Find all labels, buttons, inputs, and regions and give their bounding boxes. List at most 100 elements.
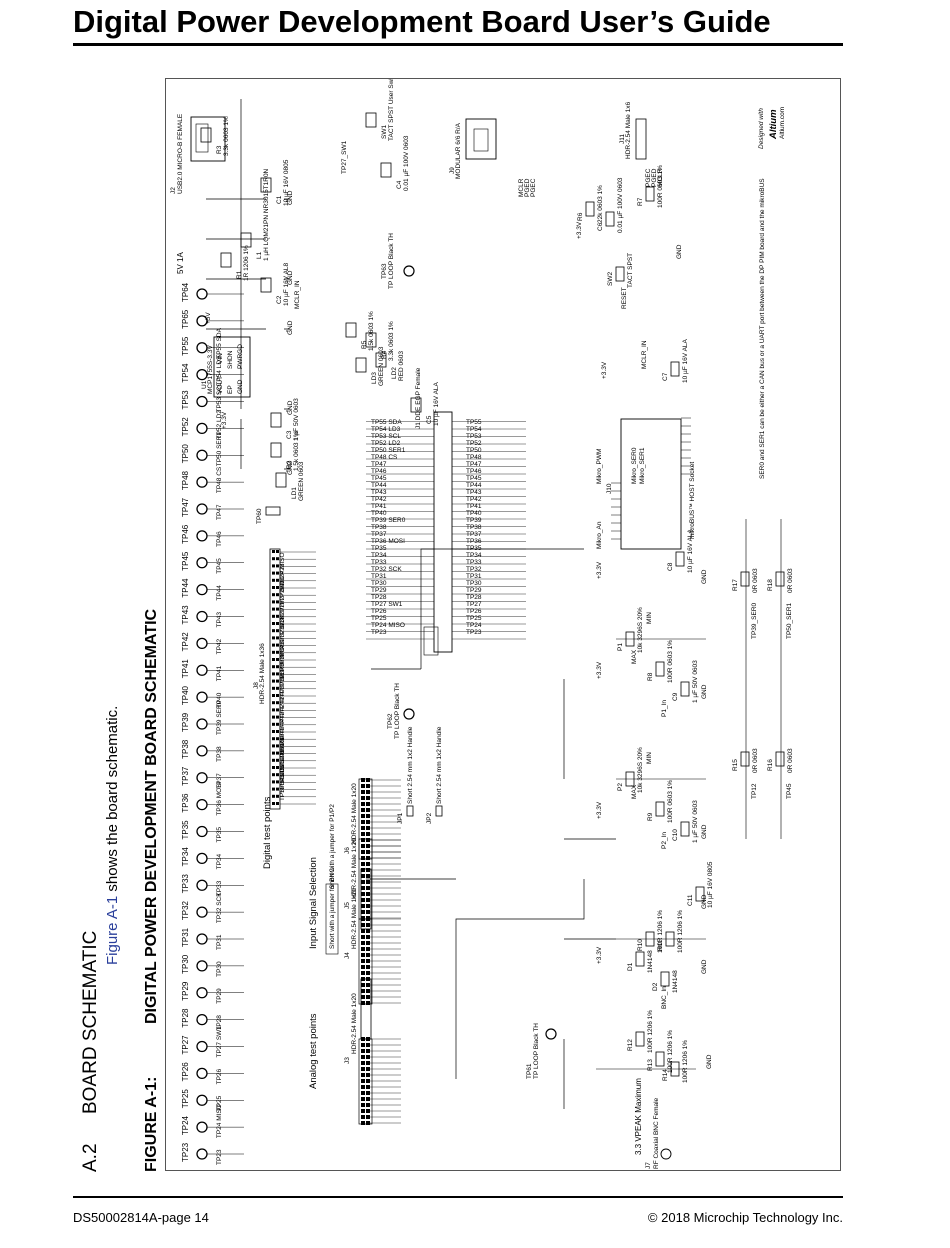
tp45-net: TP45 — [786, 783, 793, 799]
j4-desc: HDR-2.54 Male 1x20 — [351, 888, 358, 949]
gnd-label: GND — [701, 894, 708, 909]
test-point-net: TP35 — [216, 827, 223, 843]
jp1-desc: Short 2.54 mm 1x2 Handle — [407, 726, 414, 804]
r7-symbol — [645, 186, 655, 202]
r8-symbol — [655, 661, 665, 677]
p1-in-net: P1_In — [661, 700, 668, 717]
j8-net: TP34 — [279, 644, 286, 660]
j8-net: TP33 — [279, 637, 286, 653]
dimm-net-right: TP31 — [466, 573, 482, 580]
short-bnc-note: Short with a jumper for BNC — [329, 868, 336, 949]
test-point-label: TP52 — [181, 417, 190, 437]
test-point-net: TP54 LD3 — [216, 356, 223, 386]
test-point-circle — [196, 664, 208, 676]
test-point-label: TP43 — [181, 605, 190, 625]
r17-symbol — [740, 571, 750, 587]
header-j4: J4 HDR-2.54 Male 1x20 — [344, 888, 358, 959]
mikrobus-socket-j10: J10 mikroBUS™ HOST Socket Mikro_AnMikro_… — [596, 417, 696, 550]
ld1-value: GREEN 0603 — [298, 461, 305, 501]
j8-net: TP25 — [279, 578, 286, 594]
test-point-label: TP50 — [181, 444, 190, 464]
dimm-net-left: TP25 — [371, 615, 387, 622]
test-point-circle — [196, 987, 208, 999]
d2-value: 1N4148 — [672, 970, 679, 993]
v33-label: +3.3V — [576, 221, 583, 239]
r16-ref: R16 — [767, 759, 774, 771]
j7-desc: RF Coaxial BNC Female — [653, 1097, 660, 1169]
tp62: TP62 TP LOOP Black TH — [387, 683, 415, 739]
tp62-desc: TP LOOP Black TH — [394, 683, 401, 739]
r5-ref: R5 — [361, 340, 368, 349]
test-point-circle — [196, 637, 208, 650]
test-point-label: TP65 — [181, 309, 190, 329]
dimm-net-left: TP38 — [371, 524, 387, 531]
j8-net: TP48 CS — [279, 737, 286, 764]
tp63: TP63 TP LOOP Black TH — [381, 233, 415, 289]
dimm-net-left: TP39 SER0 — [371, 517, 406, 524]
test-point-label: TP40 — [181, 685, 190, 705]
j8-net: TP32 SCK — [279, 614, 286, 645]
v33-label: +3.3V — [596, 946, 603, 964]
sw1-symbol — [365, 112, 377, 128]
v33-label: +3.3V — [596, 661, 603, 679]
j6-desc: HDR-2.54 Male 1x20 — [351, 783, 358, 844]
u1-pin-vout: VOUT — [217, 376, 224, 394]
ld3-ref: LD3 — [371, 372, 378, 384]
u1-pin-vin: VIN — [217, 353, 224, 364]
c9-ref: C9 — [672, 692, 679, 701]
max-label: MAX — [631, 649, 638, 664]
gnd-label: GND — [701, 684, 708, 699]
tp61: TP61 TP LOOP Black TH — [526, 1023, 557, 1079]
c6-symbol — [605, 211, 615, 227]
header-j8: J8 HDR-2.54 Male 1x36 — [253, 548, 316, 810]
test-point-circle — [196, 395, 208, 408]
tp63-desc: TP LOOP Black TH — [388, 233, 395, 289]
test-point-circle — [196, 1013, 208, 1026]
jp1-ref: JP1 — [397, 812, 404, 824]
dimm-net-right: TP32 — [466, 566, 482, 573]
test-point-label: TP41 — [181, 659, 190, 679]
intro-text: shows the board schematic. — [104, 705, 121, 896]
figure-reference-link[interactable]: Figure A-1 — [104, 895, 121, 965]
r17-value: 0R 0603 — [752, 568, 759, 593]
c9-value: 1 µF 50V 0603 — [692, 660, 699, 703]
tp50-ser1-net: TP50_SER1 — [786, 602, 793, 639]
test-point-circle — [196, 745, 208, 757]
j9-net-mclr: MCLR — [518, 178, 525, 197]
test-point-circle — [196, 476, 208, 488]
j8-net: TP53 SCL — [279, 756, 286, 786]
test-point-circle — [196, 933, 208, 945]
test-point-circle — [196, 288, 208, 300]
test-point-label: TP55 — [181, 336, 190, 356]
j9-net-pged: PGED — [524, 178, 531, 197]
copyright-text: 2018 Microchip Technology Inc. — [657, 1210, 843, 1225]
r15-value: 0R 0603 — [752, 748, 759, 773]
j11-net-pged: PGED — [651, 168, 658, 187]
test-point-label: TP53 — [181, 390, 190, 410]
test-point-circle — [196, 798, 208, 811]
test-point-circle — [196, 691, 208, 703]
dimm-net-right: TP30 — [466, 580, 482, 587]
test-point-label: TP26 — [181, 1062, 190, 1082]
c2-value: 10 µF 16V AL8 — [283, 262, 290, 306]
dimm-net-left: TP27 SW1 — [371, 601, 403, 608]
test-point-net: TP36 MOSI — [216, 781, 223, 815]
u1-pin-gnd: GND — [237, 379, 244, 394]
dimm-net-left: TP24 MISO — [371, 622, 405, 629]
r10-ref: R10 — [637, 939, 644, 951]
dimm-net-right: TP29 — [466, 587, 482, 594]
mikro-ser1-net: Mikro_SER1 — [639, 447, 646, 484]
j8-net: TP40 — [279, 689, 286, 705]
r12-symbol — [635, 1031, 645, 1047]
jp2-desc: Short 2.54 mm 1x2 Handle — [436, 726, 443, 804]
r12-value: 100R 1206 1% — [647, 1010, 654, 1053]
dimm-net-right: TP36 — [466, 538, 482, 545]
test-point-net: TP44 — [216, 585, 223, 601]
r12-ref: R12 — [627, 1039, 634, 1051]
test-point-label: TP23 — [181, 1142, 190, 1162]
test-point-label: TP33 — [181, 874, 190, 894]
dimm-net-left: TP45 — [371, 475, 387, 482]
l1-ref: L1 — [256, 251, 263, 259]
j8-net: TP47 — [279, 741, 286, 757]
dimm-net-left: TP41 — [371, 503, 387, 510]
